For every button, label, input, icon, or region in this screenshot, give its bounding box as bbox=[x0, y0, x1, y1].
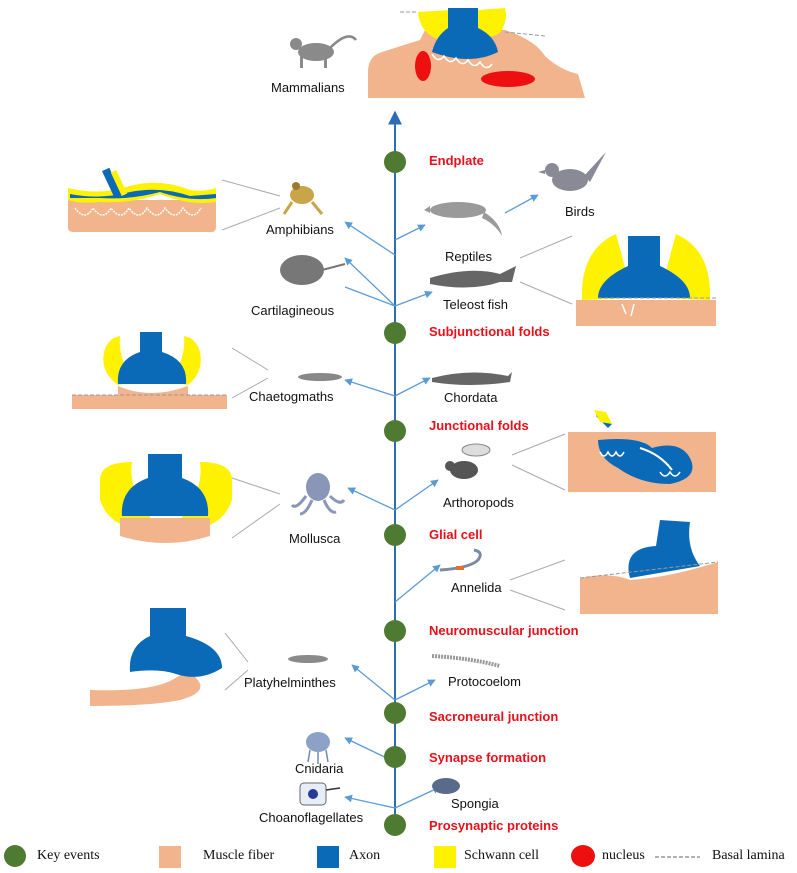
legend-axon-swatch bbox=[317, 846, 339, 868]
connector-lines bbox=[221, 179, 573, 691]
arthropod-synapse bbox=[568, 410, 716, 492]
legend-key-events-swatch bbox=[4, 845, 26, 867]
legend-schwann-swatch bbox=[434, 846, 456, 868]
taxon-label-platyhelminthes: Platyhelminthes bbox=[244, 675, 336, 690]
legend-muscle-swatch bbox=[159, 846, 181, 868]
jellyfish-icon bbox=[306, 732, 330, 764]
taxon-label-spongia: Spongia bbox=[451, 796, 499, 811]
event-label-junctional-folds: Junctional folds bbox=[429, 418, 529, 433]
taxon-label-chaetogmaths: Chaetogmaths bbox=[249, 389, 334, 404]
taxon-label-cnidaria: Cnidaria bbox=[295, 761, 344, 776]
key-event-dot bbox=[384, 420, 406, 442]
legend-basal-lamina-label: Basal lamina bbox=[712, 848, 785, 863]
mollusca-synapse bbox=[100, 454, 232, 543]
taxon-label-reptiles: Reptiles bbox=[445, 249, 492, 264]
taxon-label-teleost: Teleost fish bbox=[443, 297, 509, 312]
sponge-icon bbox=[432, 778, 460, 794]
taxon-label-choanoflagellates: Choanoflagellates bbox=[259, 810, 364, 825]
taxon-label-cartilagineous: Cartilagineous bbox=[251, 303, 335, 318]
fly-icon bbox=[445, 443, 491, 479]
choanoflagellate-icon bbox=[299, 782, 341, 806]
chordata-icon bbox=[432, 372, 512, 385]
taxon-label-protocoelom: Protocoelom bbox=[448, 674, 521, 689]
event-label-prosynaptic-proteins: Prosynaptic proteins bbox=[429, 818, 559, 833]
mammalian-synapse bbox=[368, 8, 585, 98]
key-event-dot bbox=[384, 702, 406, 724]
key-event-dot bbox=[384, 814, 406, 836]
legend-nucleus-label: nucleus bbox=[602, 848, 645, 863]
platyhelminthes-synapse bbox=[90, 608, 222, 706]
taxon-label-annelida: Annelida bbox=[451, 580, 502, 595]
branches bbox=[344, 194, 539, 809]
key-event-dot bbox=[384, 746, 406, 768]
legend-schwann-cell-label: Schwann cell bbox=[464, 848, 540, 863]
nematode-icon bbox=[431, 654, 501, 668]
key-event-dot bbox=[384, 524, 406, 546]
annelida-synapse bbox=[579, 520, 719, 614]
stingray-icon bbox=[280, 255, 346, 285]
event-label-glial-cell: Glial cell bbox=[429, 527, 483, 542]
frog-icon bbox=[282, 182, 324, 215]
amphibian-synapse bbox=[68, 167, 216, 232]
legend-muscle-fiber-label: Muscle fiber bbox=[203, 848, 275, 863]
monkey-icon bbox=[290, 35, 357, 68]
key-event-dot bbox=[384, 151, 406, 173]
event-label-sacroneural-junction: Sacroneural junction bbox=[429, 709, 559, 724]
event-label-neuromuscular-junction: Neuromuscular junction bbox=[429, 623, 579, 638]
taxon-label-chordata: Chordata bbox=[444, 390, 498, 405]
key-event-dots bbox=[384, 151, 406, 836]
chaetognath-icon bbox=[298, 373, 342, 381]
worm-icon bbox=[439, 548, 482, 572]
bird-icon bbox=[538, 152, 606, 191]
chaetognath-synapse bbox=[72, 332, 227, 409]
event-label-subjunctional-folds: Subjunctional folds bbox=[429, 324, 550, 339]
teleost-synapse bbox=[576, 234, 716, 326]
flatworm-icon bbox=[288, 655, 328, 663]
fish-icon bbox=[430, 266, 516, 288]
key-event-dot bbox=[384, 620, 406, 642]
legend-key-events-label: Key events bbox=[37, 848, 100, 863]
taxon-label-birds: Birds bbox=[565, 204, 595, 219]
lizard-icon bbox=[424, 202, 502, 236]
taxon-label-mollusca: Mollusca bbox=[289, 531, 341, 546]
legend-axon-label: Axon bbox=[349, 848, 381, 863]
event-label-endplate: Endplate bbox=[429, 153, 484, 168]
taxon-label-amphibians: Amphibians bbox=[266, 222, 334, 237]
octopus-icon bbox=[290, 473, 346, 516]
taxon-label-arthoropods: Arthoropods bbox=[443, 495, 514, 510]
legend-nucleus-swatch bbox=[571, 845, 595, 867]
legend bbox=[4, 845, 700, 868]
event-label-synapse-formation: Synapse formation bbox=[429, 750, 547, 765]
taxon-label-mammalians: Mammalians bbox=[271, 80, 345, 95]
key-event-dot bbox=[384, 322, 406, 344]
